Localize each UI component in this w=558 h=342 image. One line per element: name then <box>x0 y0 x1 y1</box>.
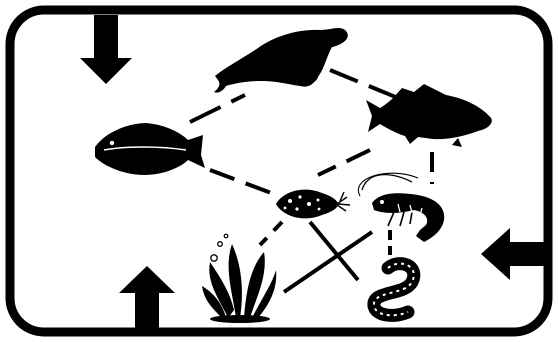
worm-icon <box>374 264 414 316</box>
link-flounder-zooplankton <box>210 170 274 194</box>
zooplankton-icon <box>276 190 350 219</box>
seaweed-icon <box>202 234 276 323</box>
link-seal-bass <box>330 70 398 98</box>
link-flounder-seal <box>190 95 245 122</box>
bottom-left-up-arrow <box>119 266 175 332</box>
right-left-arrow <box>481 228 546 280</box>
link-zooplankton-seaweed <box>260 222 282 245</box>
flatfish-icon <box>95 123 205 175</box>
link-bass-zooplankton <box>318 150 370 175</box>
top-left-down-arrow <box>80 15 132 84</box>
seal-icon <box>214 28 348 93</box>
